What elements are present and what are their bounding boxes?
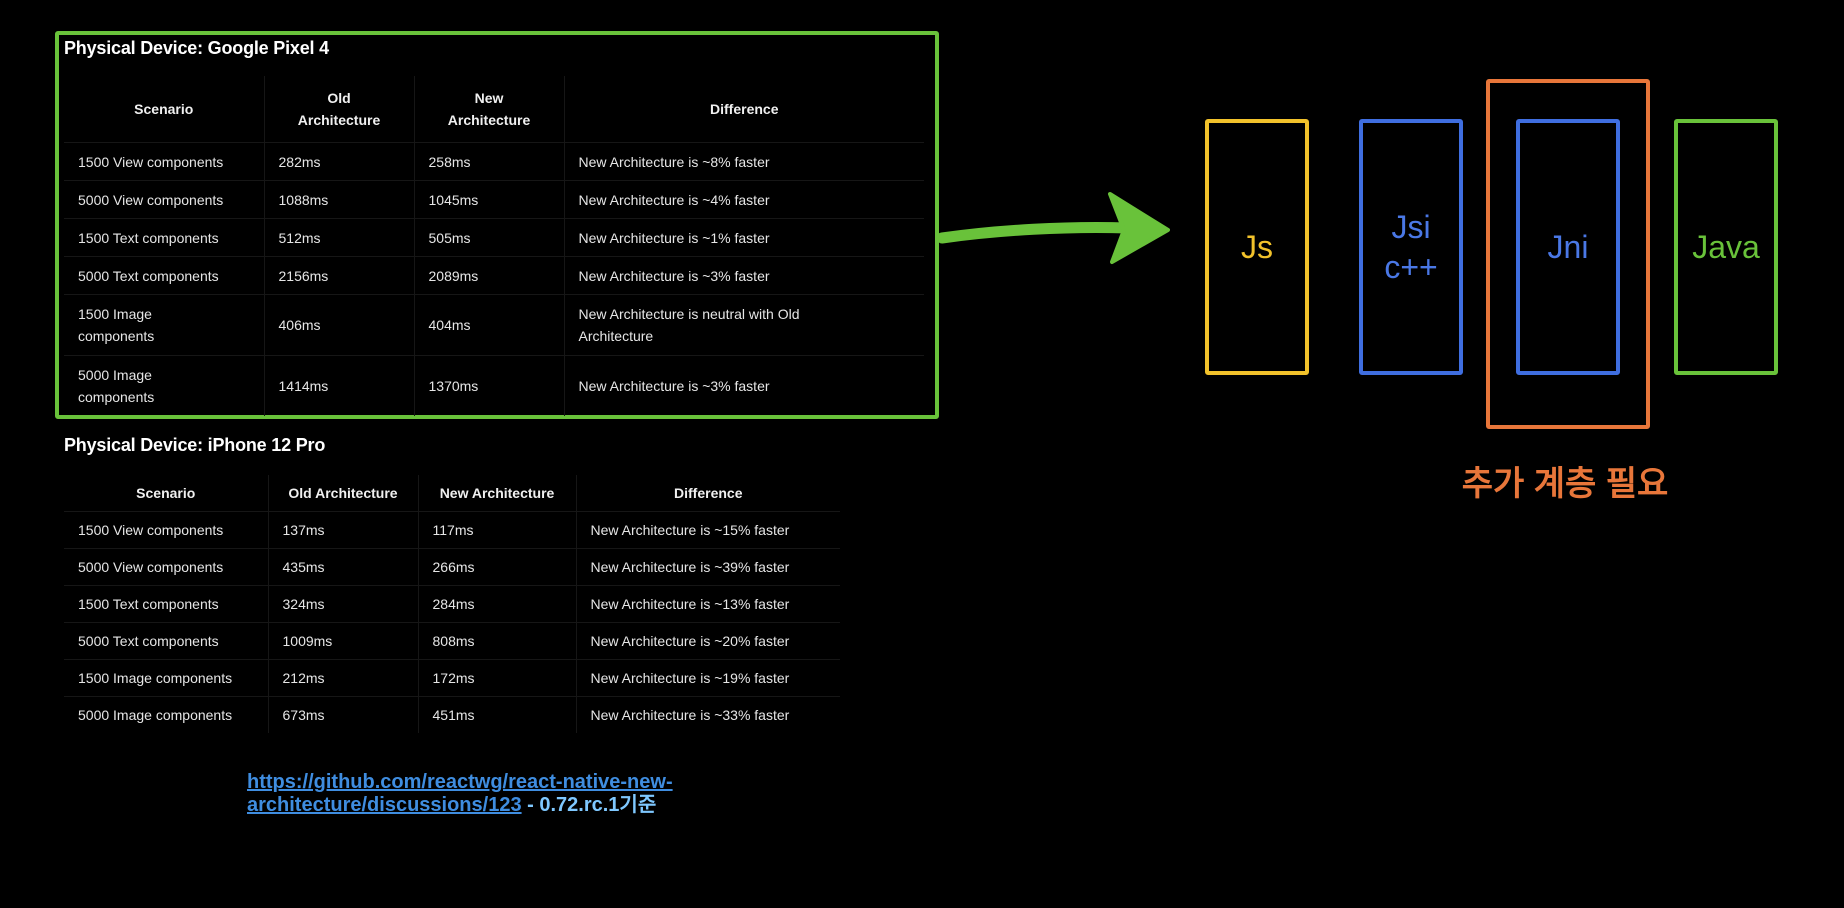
jni-label: Jni [1547,229,1589,265]
cell-old: 2156ms [263,256,414,295]
table-row: 5000 Text components 2156ms 2089ms New A… [64,256,924,295]
cell-old: 673ms [267,696,418,733]
cell-new: 117ms [417,511,576,549]
cell-difference: New Architecture is ~4% faster [563,180,924,219]
table-row: 1500 View components 137ms 117ms New Arc… [64,511,840,549]
extra-layer-box [1486,79,1650,429]
cell-old: 1009ms [267,622,418,660]
cell-difference: New Architecture is ~3% faster [563,256,924,295]
cell-scenario: 1500 Text components [64,218,264,257]
header-difference: Difference [575,475,840,512]
cell-new: 2089ms [413,256,564,295]
table-header-row: Scenario Old Architecture New Architectu… [64,475,840,512]
cell-old: 1414ms [263,355,414,416]
header-scenario: Scenario [134,101,194,117]
js-label: Js [1241,229,1273,265]
cell-difference: New Architecture is ~3% faster [563,355,924,416]
arrow-right-icon [938,192,1170,264]
table-row: 5000 View components 435ms 266ms New Arc… [64,548,840,586]
iphone-table: Scenario Old Architecture New Architectu… [64,475,840,733]
cell-difference: New Architecture is ~20% faster [575,622,840,660]
table-row: 1500 Image components 212ms 172ms New Ar… [64,659,840,697]
cell-old: 1088ms [263,180,414,219]
cell-scenario: 1500 Text components [64,585,268,623]
cell-old: 406ms [263,294,414,356]
cell-new: 404ms [413,294,564,356]
cell-new: 451ms [417,696,576,733]
header-new: New Architecture [417,475,576,512]
cell-scenario: 5000 View components [64,548,268,586]
table-row: 1500 Text components 324ms 284ms New Arc… [64,585,840,623]
table-row: 5000 Text components 1009ms 808ms New Ar… [64,622,840,660]
cell-scenario: 5000 Text components [64,622,268,660]
cell-difference: New Architecture is ~15% faster [575,511,840,549]
header-difference: Difference [563,76,924,143]
jni-layer-box: Jni [1516,119,1620,375]
cell-scenario: 1500 View components [64,511,268,549]
cell-old: 435ms [267,548,418,586]
cell-difference: New Architecture is ~13% faster [575,585,840,623]
pixel4-highlight-box [55,31,939,419]
cell-new: 172ms [417,659,576,697]
cell-scenario: 5000 Image components [64,696,268,733]
cell-difference: New Architecture is ~39% faster [575,548,840,586]
source-reference: https://github.com/reactwg/react-native-… [247,771,673,817]
cell-difference: New Architecture is ~33% faster [575,696,840,733]
cell-scenario: 1500 Image components [64,659,268,697]
cell-old: 282ms [263,142,414,181]
source-link[interactable]: https://github.com/reactwg/react-native-… [247,771,673,816]
cell-old: 212ms [267,659,418,697]
cell-scenario: 1500 View components [64,142,264,181]
cell-new: 284ms [417,585,576,623]
header-old: Old Architecture [267,475,418,512]
table-row: 5000 Image components 673ms 451ms New Ar… [64,696,840,733]
cell-difference: New Architecture is ~8% faster [563,142,924,181]
pixel4-title: Physical Device: Google Pixel 4 [64,38,329,58]
cell-difference: New Architecture is ~19% faster [575,659,840,697]
java-layer-box: Java [1674,119,1778,375]
cell-new: 1370ms [413,355,564,416]
extra-layer-label: 추가 계층 필요 [1461,465,1669,503]
header-scenario: Scenario [136,485,196,501]
table-row: 1500 Text components 512ms 505ms New Arc… [64,218,924,257]
cell-old: 137ms [267,511,418,549]
cell-new: 1045ms [413,180,564,219]
table-row: 5000 View components 1088ms 1045ms New A… [64,180,924,219]
cell-new: 808ms [417,622,576,660]
cell-difference: New Architecture is ~1% faster [563,218,924,257]
cell-old: 324ms [267,585,418,623]
cell-new: 258ms [413,142,564,181]
source-version-note: - 0.72.rc.1기준 [521,794,657,816]
js-layer-box: Js [1205,119,1309,375]
iphone-title: Physical Device: iPhone 12 Pro [64,435,326,455]
cell-scenario: 5000 View components [64,180,264,219]
cell-scenario: 5000 Text components [64,256,264,295]
cell-new: 266ms [417,548,576,586]
java-label: Java [1692,229,1760,265]
cell-new: 505ms [413,218,564,257]
cell-old: 512ms [263,218,414,257]
table-row: 1500 View components 282ms 258ms New Arc… [64,142,924,181]
